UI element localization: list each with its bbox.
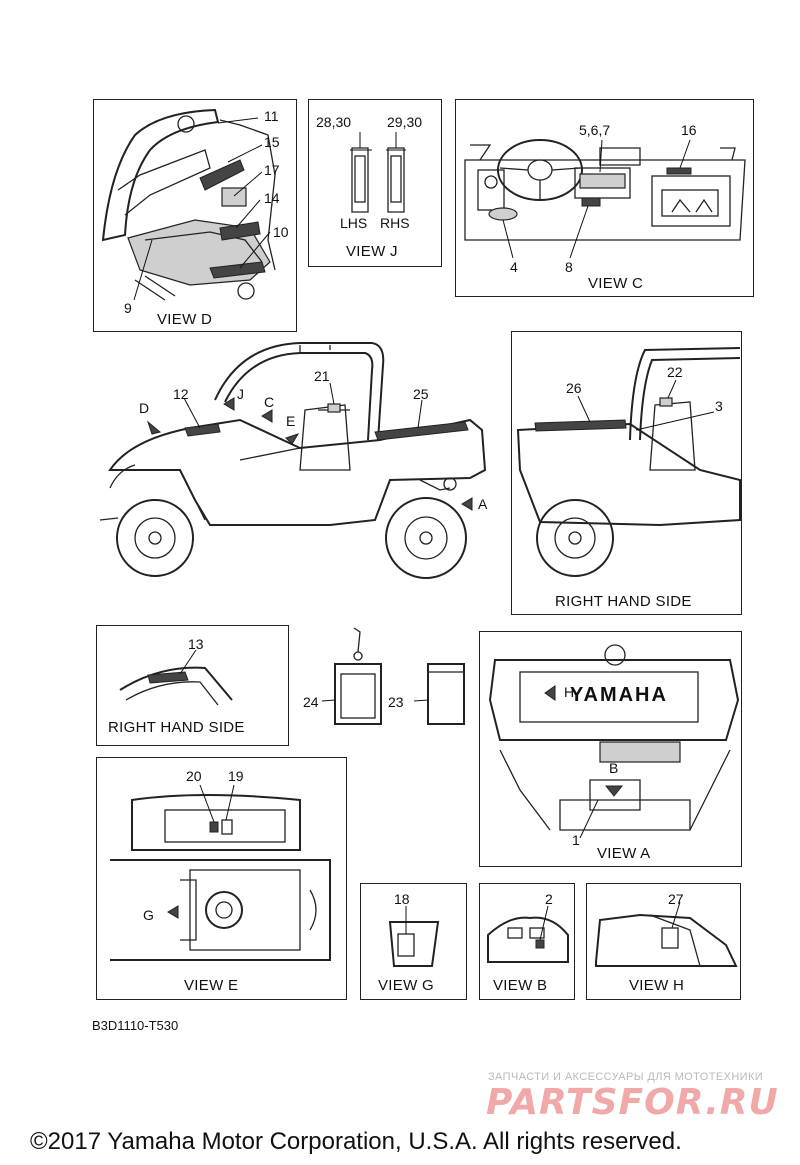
callout-20: 20 <box>186 768 202 784</box>
view-j-panel <box>308 99 442 267</box>
callout-view-a-ref: A <box>478 496 488 512</box>
callout-view-e-ref: E <box>286 413 296 429</box>
view-h-title: VIEW H <box>629 977 685 994</box>
callout-23: 23 <box>388 694 404 710</box>
view-a-title: VIEW A <box>597 845 651 862</box>
view-c-title: VIEW C <box>588 275 644 292</box>
rhs-title: RIGHT HAND SIDE <box>555 593 692 610</box>
label-rhs: RHS <box>380 215 410 231</box>
callout-view-d-ref: D <box>139 400 150 416</box>
view-g-title: VIEW G <box>378 977 434 994</box>
callout-17: 17 <box>264 162 280 178</box>
callout-view-c-ref: C <box>264 394 275 410</box>
callout-9: 9 <box>124 300 132 316</box>
callout-15: 15 <box>264 134 280 150</box>
callout-view-h-ref: H <box>564 684 575 700</box>
callout-5-6-7: 5,6,7 <box>579 122 611 138</box>
callout-27: 27 <box>668 891 684 907</box>
callout-21: 21 <box>314 368 330 384</box>
part-number: B3D1110-T530 <box>92 1018 179 1033</box>
rhs-small-title: RIGHT HAND SIDE <box>108 719 245 736</box>
callout-26: 26 <box>566 380 582 396</box>
right-hand-side-panel <box>511 331 742 615</box>
callout-3: 3 <box>715 398 723 414</box>
callout-24: 24 <box>303 694 319 710</box>
view-j-title: VIEW J <box>346 243 398 260</box>
callout-11: 11 <box>264 108 279 124</box>
callout-19: 19 <box>228 768 244 784</box>
label-lhs: LHS <box>340 215 368 231</box>
callout-8: 8 <box>565 259 573 275</box>
callout-14: 14 <box>264 190 280 206</box>
callout-view-j-ref: J <box>237 386 244 402</box>
copyright-notice: ©2017 Yamaha Motor Corporation, U.S.A. A… <box>30 1128 682 1155</box>
callout-10: 10 <box>273 224 289 240</box>
callout-13: 13 <box>188 636 204 652</box>
view-b-title: VIEW B <box>493 977 548 994</box>
callout-25: 25 <box>413 386 429 402</box>
view-a-brand: YAMAHA <box>570 684 668 706</box>
watermark-subtitle: ЗАПЧАСТИ И АКСЕССУАРЫ ДЛЯ МОТОТЕХНИКИ <box>488 1071 764 1083</box>
callout-view-b-ref: B <box>609 760 619 776</box>
callout-4: 4 <box>510 259 518 275</box>
callout-2: 2 <box>545 891 553 907</box>
view-b-panel <box>479 883 575 1000</box>
watermark-logo[interactable]: PARTSFOR.RU <box>486 1082 779 1123</box>
callout-28-30: 28,30 <box>316 114 352 130</box>
callout-view-g-ref: G <box>143 907 154 923</box>
callout-1: 1 <box>572 832 580 848</box>
callout-18: 18 <box>394 891 410 907</box>
callout-22: 22 <box>667 364 683 380</box>
view-h-panel <box>586 883 741 1000</box>
view-e-title: VIEW E <box>184 977 239 994</box>
callout-29-30: 29,30 <box>387 114 423 130</box>
callout-16: 16 <box>681 122 697 138</box>
view-d-title: VIEW D <box>157 311 213 328</box>
callout-12: 12 <box>173 386 189 402</box>
